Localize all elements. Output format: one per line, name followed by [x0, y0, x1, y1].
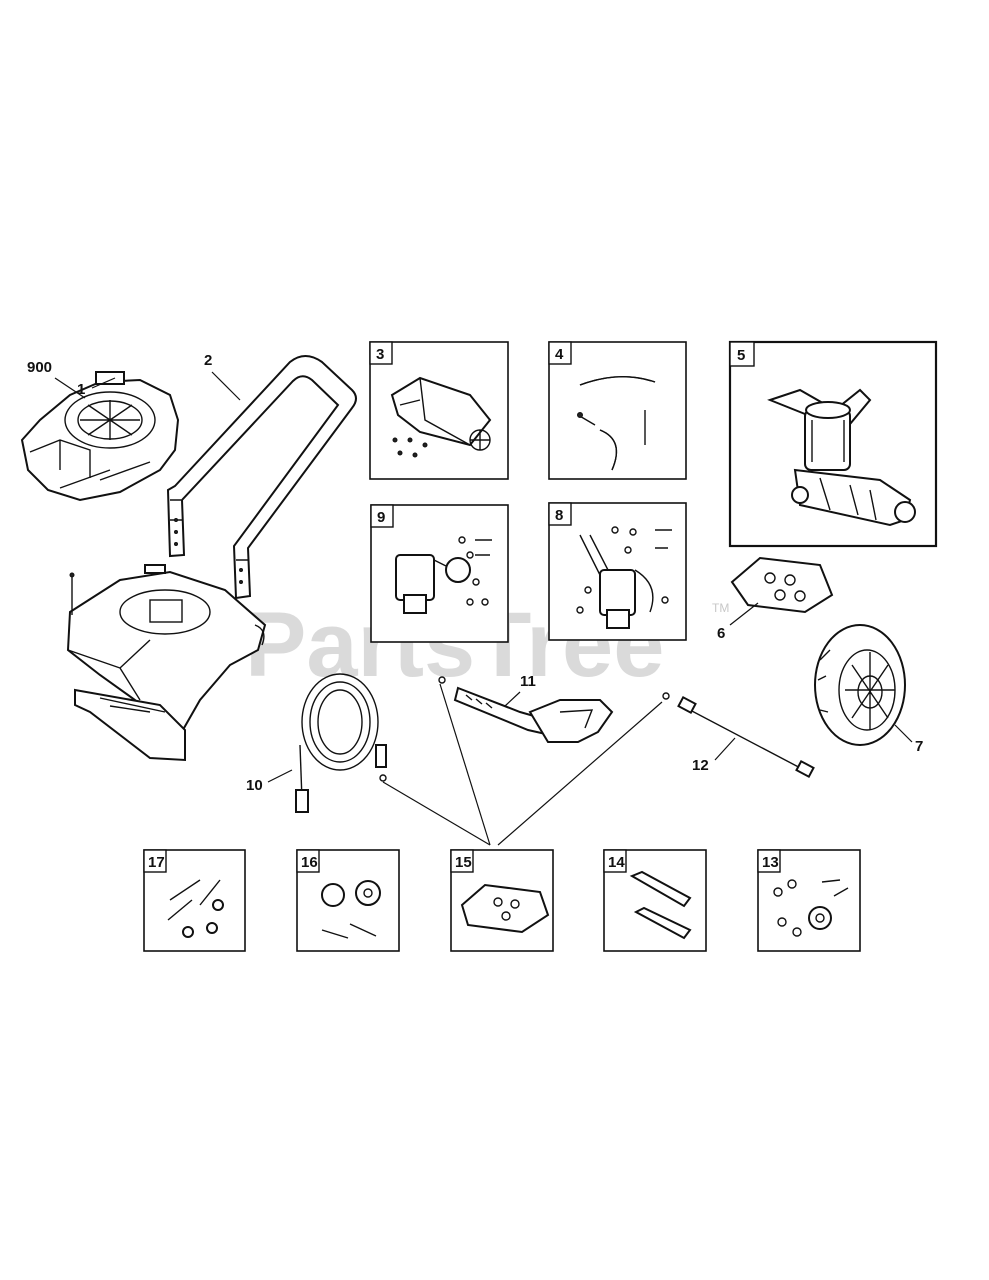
callout-2-label: 2 — [204, 352, 212, 369]
callout-10-label: 10 — [246, 777, 263, 794]
box-16[interactable] — [296, 849, 400, 952]
box-3-number: 3 — [376, 346, 384, 363]
part-wand-12[interactable] — [662, 692, 815, 779]
box-14[interactable] — [603, 849, 707, 952]
box-4-number: 4 — [555, 346, 564, 363]
watermark-trademark: TM — [712, 601, 729, 615]
callout-11-label: 11 — [520, 673, 536, 690]
part-engine-900[interactable] — [20, 371, 180, 502]
box-4[interactable] — [548, 341, 687, 480]
box-15-number: 15 — [455, 854, 472, 871]
box-13[interactable] — [757, 849, 861, 952]
box-8[interactable] — [548, 502, 687, 641]
box-13-number: 13 — [762, 854, 779, 871]
callout-6-label: 6 — [717, 625, 725, 642]
box-5[interactable] — [728, 340, 938, 548]
box-17-number: 17 — [148, 854, 165, 871]
part-frame-1[interactable] — [66, 564, 267, 762]
leader-lines-15 — [379, 683, 663, 846]
box-15[interactable] — [450, 849, 554, 952]
part-hose-10[interactable] — [295, 673, 387, 813]
box-17[interactable] — [143, 849, 246, 952]
part-handle-2[interactable] — [166, 355, 357, 600]
box-9[interactable] — [370, 504, 509, 643]
callout-900-label: 900 — [27, 359, 52, 376]
box-8-number: 8 — [555, 507, 563, 524]
box-16-number: 16 — [301, 854, 318, 871]
box-3[interactable] — [369, 341, 509, 480]
box-5-number: 5 — [737, 347, 745, 364]
callout-7-label: 7 — [915, 738, 923, 755]
part-wheel-7[interactable] — [814, 624, 906, 746]
callout-12-label: 12 — [692, 757, 709, 774]
box-9-number: 9 — [377, 509, 385, 526]
part-spray-gun-11[interactable] — [438, 676, 614, 743]
callout-1-label: 1 — [77, 381, 85, 398]
part-6[interactable] — [730, 556, 834, 614]
box-14-number: 14 — [608, 854, 625, 871]
